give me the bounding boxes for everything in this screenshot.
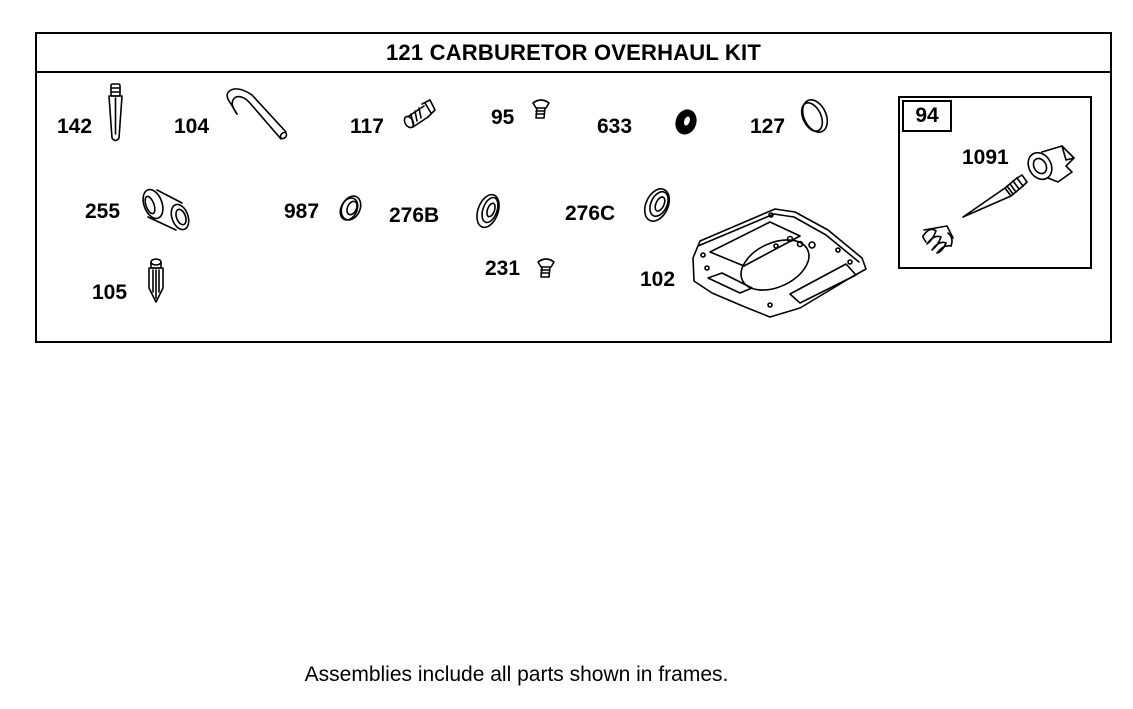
part-label-142: 142 [57, 115, 93, 138]
part-label-105: 105 [92, 281, 128, 304]
part-label-117: 117 [350, 115, 384, 138]
part-label-127: 127 [750, 115, 786, 138]
main-jet-icon [403, 99, 436, 129]
welch-plug-icon [800, 99, 829, 133]
screw-icon [537, 258, 555, 278]
part-label-95: 95 [491, 106, 515, 129]
part-label-1091: 1091 [962, 146, 1009, 169]
part-label-633: 633 [597, 115, 633, 138]
o-ring-icon [339, 195, 362, 221]
washer-icon [476, 193, 500, 229]
part-label-276c: 276C [565, 202, 616, 225]
screw-icon [532, 99, 550, 119]
part-label-104: 104 [174, 115, 210, 138]
pilot-jet-icon [108, 83, 123, 142]
part-label-255: 255 [85, 200, 121, 223]
assembly-footnote: Assemblies include all parts shown in fr… [304, 663, 729, 686]
bushing-icon [142, 188, 190, 231]
kit-title: 121 CARBURETOR OVERHAUL KIT [37, 34, 1110, 73]
spring-icon [922, 225, 954, 254]
seal-icon [675, 109, 697, 135]
kit-frame: 121 CARBURETOR OVERHAUL KIT [35, 32, 1112, 343]
assembly-number: 94 [902, 100, 952, 132]
needle-screw-icon [962, 174, 1028, 218]
gasket-icon [692, 208, 867, 318]
bent-rod-icon [226, 88, 288, 140]
assembly-frame [898, 96, 1092, 269]
washer-icon [643, 188, 671, 222]
part-label-231: 231 [485, 257, 521, 280]
limiter-cap-icon [1027, 145, 1075, 183]
part-label-987: 987 [284, 200, 320, 223]
part-label-276b: 276B [389, 204, 440, 227]
part-label-102: 102 [640, 268, 676, 291]
inlet-needle-icon [148, 258, 164, 303]
